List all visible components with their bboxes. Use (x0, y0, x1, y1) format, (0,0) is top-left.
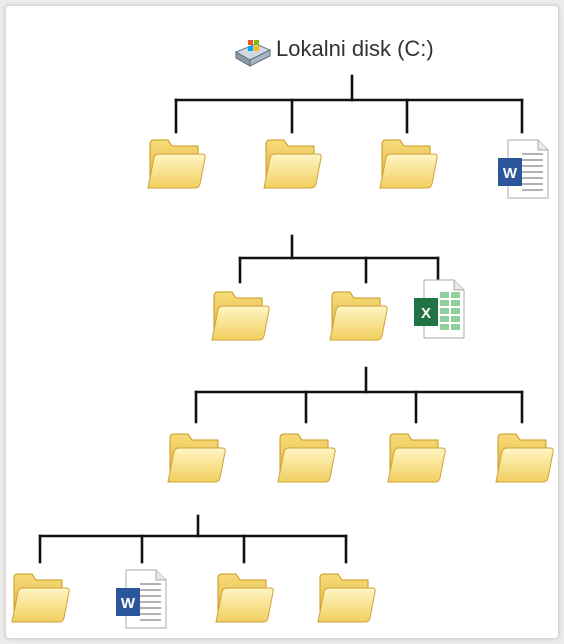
diagram-frame (5, 5, 559, 639)
folder-icon[interactable] (387, 433, 446, 483)
folder-icon[interactable] (11, 573, 70, 623)
folder-icon[interactable] (263, 139, 322, 189)
folder-icon[interactable] (379, 139, 438, 189)
folder-icon[interactable] (167, 433, 226, 483)
folder-icon[interactable] (277, 433, 336, 483)
folder-icon[interactable] (329, 291, 388, 341)
folder-icon[interactable] (211, 291, 270, 341)
connector-lines (38, 74, 524, 564)
root-label: Lokalni disk (C:) (276, 36, 434, 61)
word-document-icon[interactable] (115, 569, 167, 629)
level-3 (167, 433, 554, 483)
level-4 (11, 569, 376, 629)
word-document-icon[interactable] (497, 139, 549, 199)
level-1 (147, 139, 549, 199)
folder-icon[interactable] (215, 573, 274, 623)
excel-document-icon[interactable] (413, 279, 465, 339)
folder-icon[interactable] (317, 573, 376, 623)
folder-icon[interactable] (147, 139, 206, 189)
drive-icon (234, 40, 272, 67)
folder-icon[interactable] (495, 433, 554, 483)
level-2 (211, 279, 465, 341)
